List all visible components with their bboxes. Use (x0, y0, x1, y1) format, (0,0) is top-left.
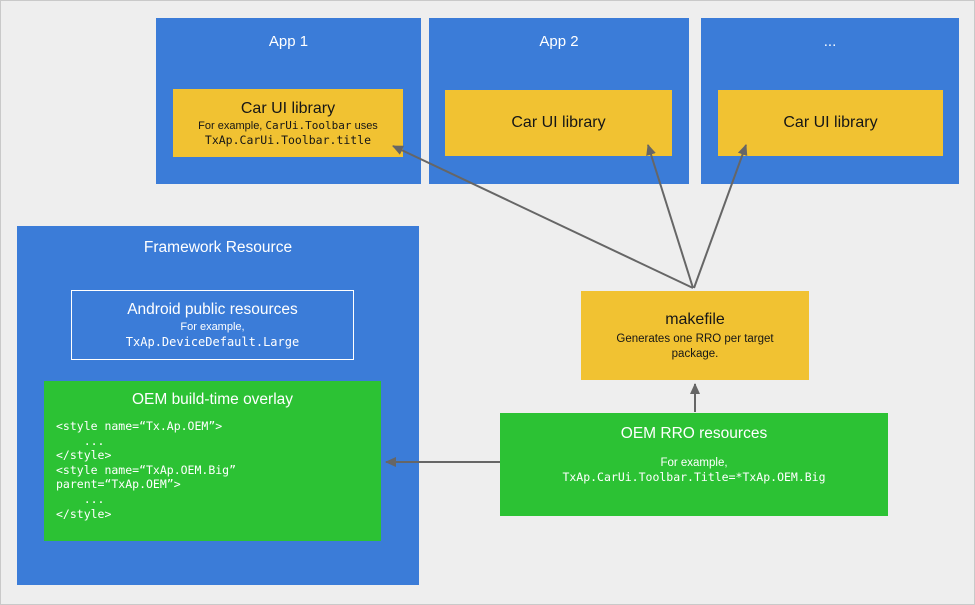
car-ui-library-title: Car UI library (511, 114, 606, 131)
app1-box: App 1 Car UI library For example, CarUi.… (156, 18, 421, 184)
app3-car-ui-library-box: Car UI library (718, 90, 943, 156)
car-ui-library-example-line1: For example, CarUi.Toolbar uses (198, 119, 378, 133)
makefile-title: makefile (665, 310, 725, 328)
app2-box: App 2 Car UI library (429, 18, 689, 184)
code-line: ... (56, 433, 105, 448)
example-suffix: uses (351, 120, 378, 132)
oem-rro-example: For example, TxAp.CarUi.Toolbar.Title=*T… (500, 456, 888, 485)
android-public-resources-title: Android public resources (127, 301, 298, 318)
app2-car-ui-library-box: Car UI library (445, 90, 672, 156)
app1-title: App 1 (268, 33, 309, 50)
car-ui-library-title: Car UI library (240, 100, 336, 117)
code-line: </style> (56, 448, 112, 463)
app3-title: ... (823, 33, 837, 50)
code-line: parent=“TxAp.OEM”> (56, 477, 181, 492)
framework-resource-box: Framework Resource Android public resour… (17, 226, 419, 585)
app1-car-ui-library-box: Car UI library For example, CarUi.Toolba… (173, 89, 403, 157)
code-line: ... (56, 491, 105, 506)
oem-build-time-overlay-box: OEM build-time overlay <style name=“Tx.A… (44, 381, 381, 541)
oem-rro-resources-box: OEM RRO resources For example, TxAp.CarU… (500, 413, 888, 516)
android-public-example-label: For example, (180, 321, 245, 333)
code-line: <style name=“TxAp.OEM.Big” (56, 462, 237, 477)
example-prefix: For example, (198, 120, 266, 132)
makefile-subtitle: Generates one RRO per target package. (616, 332, 774, 360)
code-line: </style> (56, 506, 112, 521)
oem-rro-example-code: TxAp.CarUi.Toolbar.Title=*TxAp.OEM.Big (562, 470, 826, 484)
framework-resource-title: Framework Resource (143, 239, 293, 256)
oem-overlay-code-block: <style name=“Tx.Ap.OEM”> ... </style> <s… (56, 419, 381, 521)
app3-box: ... Car UI library (701, 18, 959, 184)
code-line: <style name=“Tx.Ap.OEM”> (56, 419, 223, 433)
makefile-box: makefile Generates one RRO per target pa… (581, 291, 809, 380)
example-code-inline: CarUi.Toolbar (265, 119, 352, 132)
android-public-example-code: TxAp.DeviceDefault.Large (125, 335, 300, 349)
car-ui-library-title: Car UI library (783, 114, 878, 131)
car-ui-library-example-line2: TxAp.CarUi.Toolbar.title (204, 133, 372, 147)
oem-rro-example-label: For example, (660, 457, 728, 469)
app2-title: App 2 (539, 33, 579, 50)
oem-rro-resources-title: OEM RRO resources (620, 425, 768, 442)
oem-build-time-overlay-title: OEM build-time overlay (131, 391, 294, 408)
android-public-resources-box: Android public resources For example, Tx… (71, 290, 354, 360)
